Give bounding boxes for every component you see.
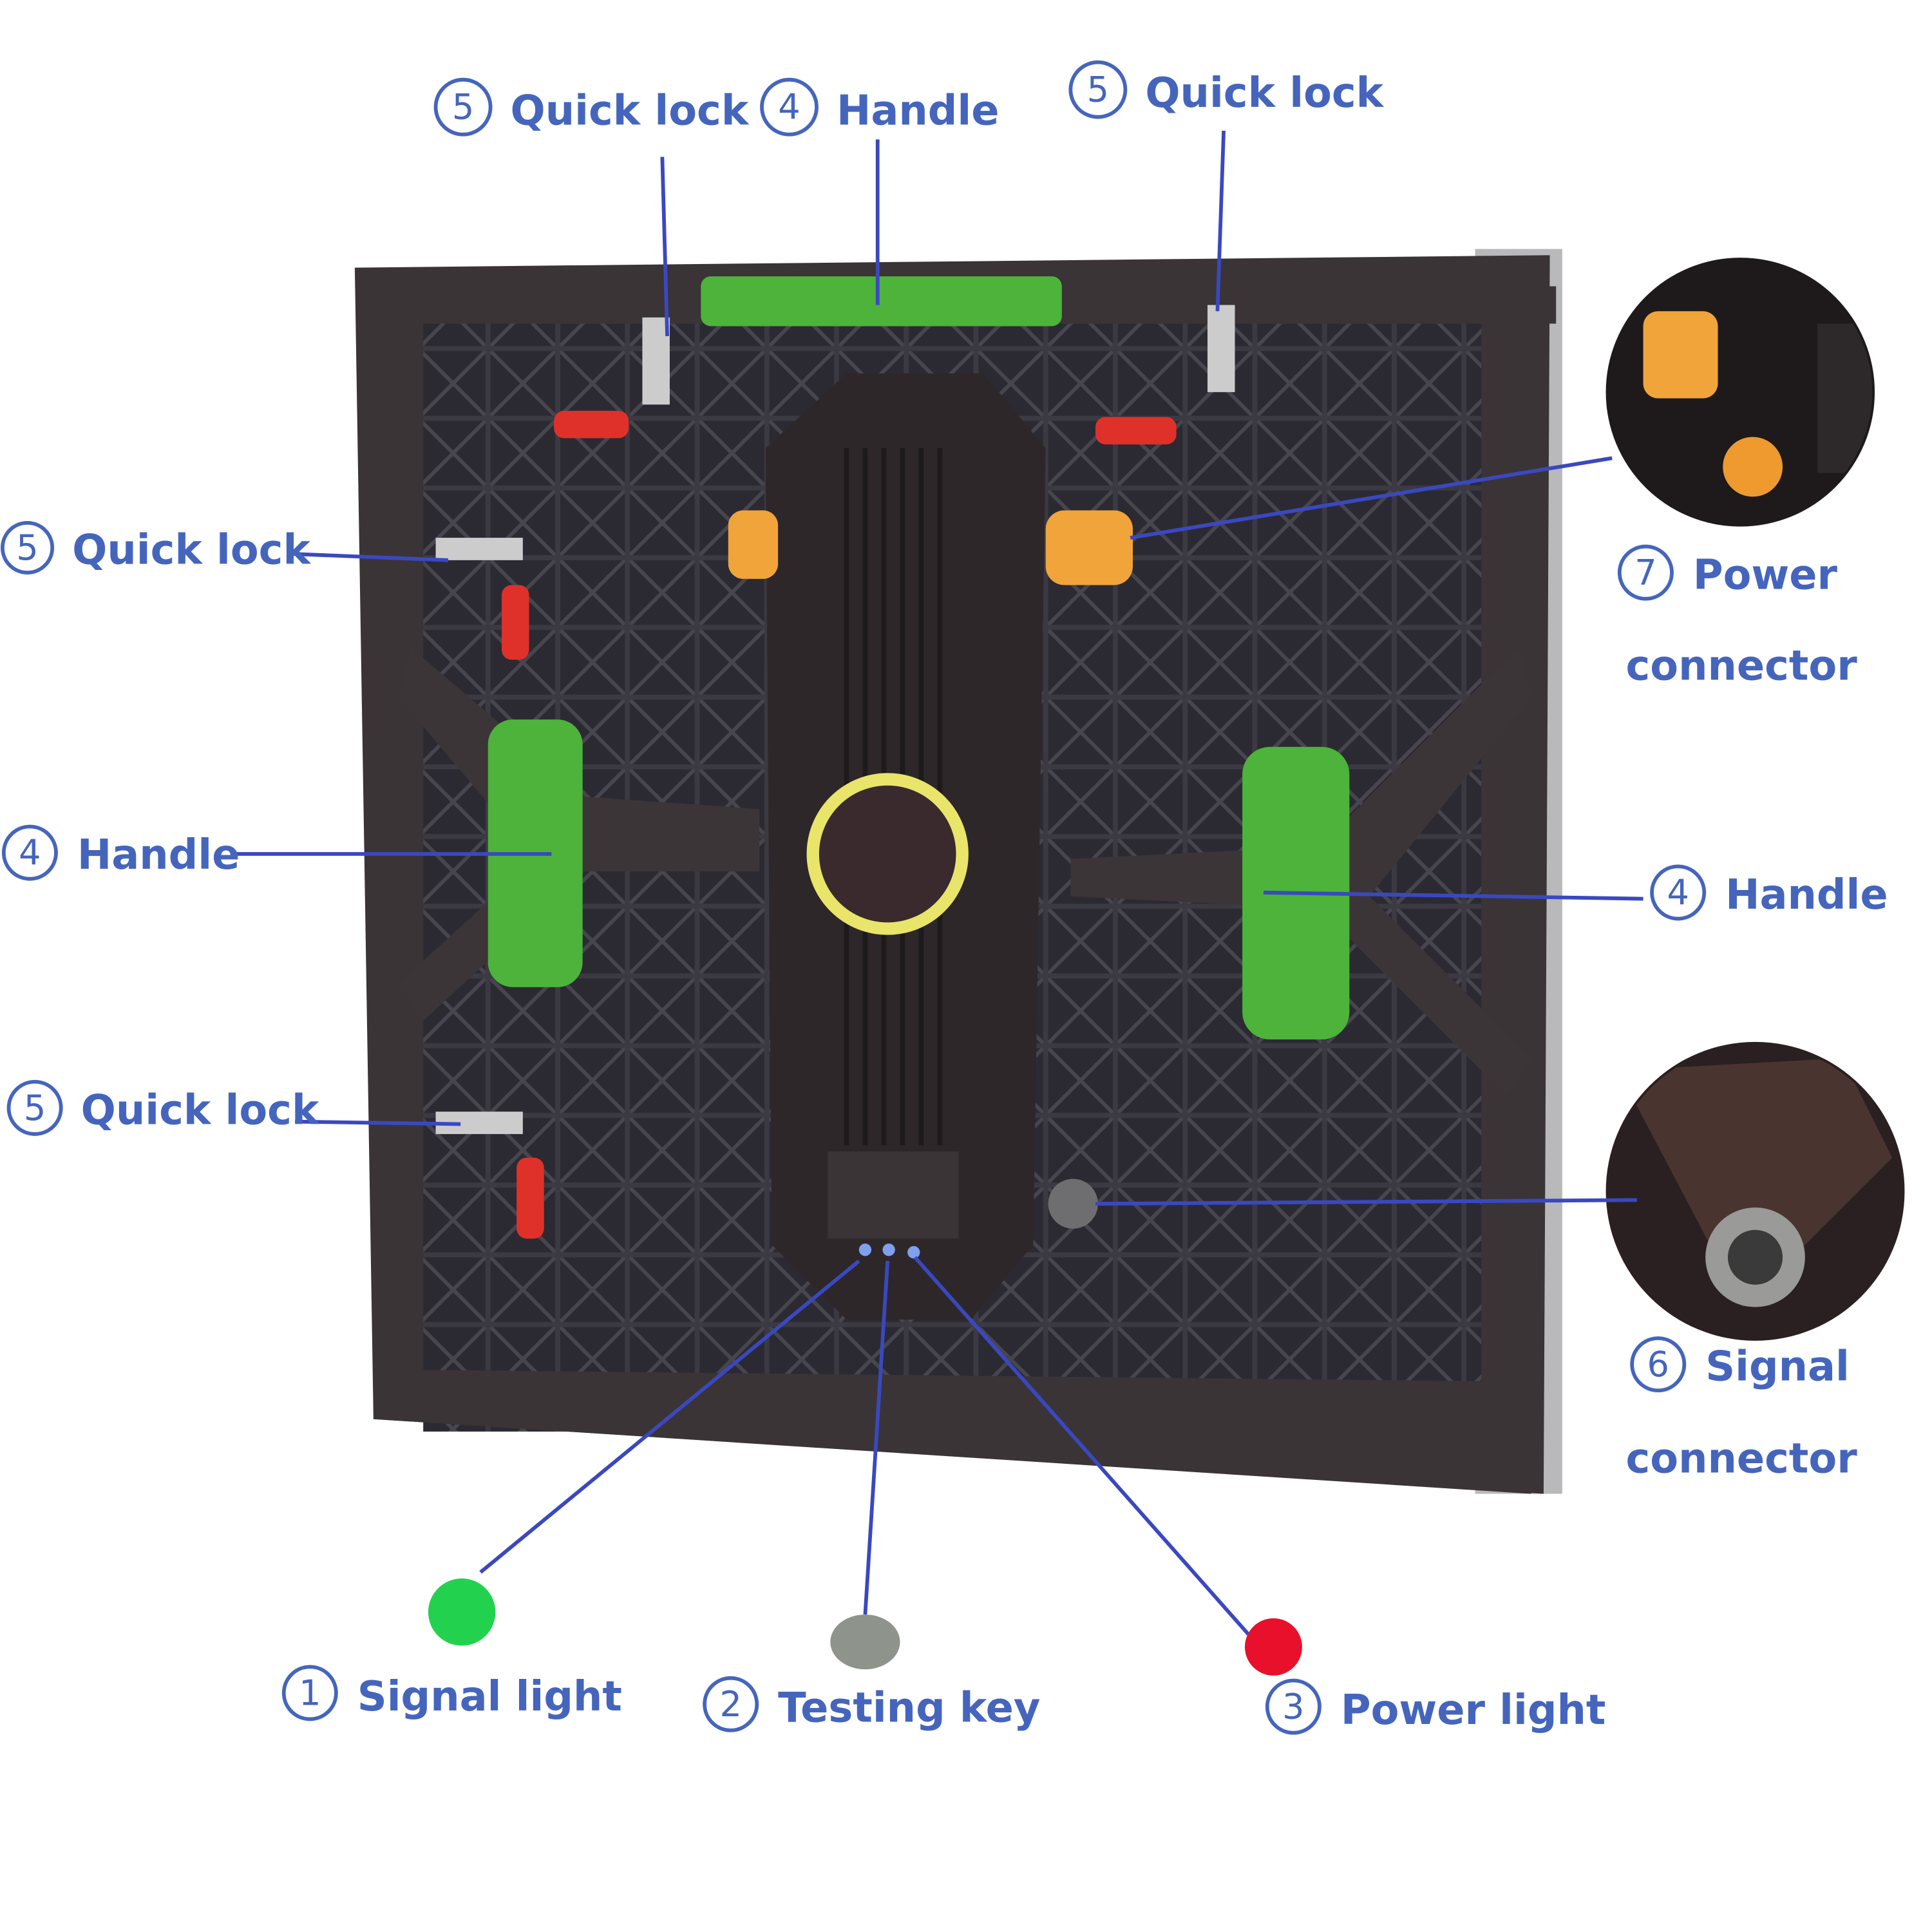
svg-text:4: 4	[778, 87, 800, 128]
callout-left-quick-lock-upper: 5 Quick lock	[0, 520, 311, 575]
svg-text:6: 6	[1647, 1344, 1669, 1385]
svg-text:Quick lock: Quick lock	[1145, 70, 1384, 117]
svg-text:connector: connector	[1625, 642, 1857, 690]
svg-text:Testing key: Testing key	[778, 1684, 1040, 1732]
svg-text:1: 1	[299, 1672, 321, 1713]
callout-power-light: 3 Power light	[1265, 1678, 1606, 1735]
callout-signal-light: 1 Signal light	[281, 1665, 622, 1721]
power-light-indicator	[1244, 1618, 1302, 1676]
leader-lines	[231, 130, 1643, 1636]
callout-testing-key: 2 Testing key	[703, 1676, 1040, 1732]
svg-text:5: 5	[24, 1088, 46, 1128]
svg-text:5: 5	[16, 527, 38, 568]
power-connector-part	[1045, 510, 1133, 585]
svg-text:5: 5	[452, 87, 474, 128]
testing-key-indicator	[830, 1615, 900, 1670]
svg-text:5: 5	[1087, 70, 1109, 110]
callout-top-quick-lock-right: 5 Quick lock	[1068, 60, 1385, 119]
svg-text:connector: connector	[1625, 1435, 1857, 1483]
svg-text:Power light: Power light	[1341, 1687, 1606, 1734]
svg-text:Power: Power	[1693, 551, 1838, 599]
callout-top-quick-lock-left: 5 Quick lock	[433, 77, 750, 137]
signal-connector-inset	[1605, 1041, 1905, 1341]
svg-text:4: 4	[1667, 872, 1689, 913]
callout-left-handle: 4 Handle	[1, 824, 240, 881]
svg-text:Quick lock: Quick lock	[81, 1086, 320, 1134]
svg-text:Signal light: Signal light	[357, 1673, 622, 1721]
signal-light-indicator	[428, 1578, 496, 1646]
svg-text:Quick lock: Quick lock	[511, 87, 750, 135]
svg-text:Quick lock: Quick lock	[72, 527, 311, 574]
callout-left-quick-lock-lower: 5 Quick lock	[6, 1079, 320, 1136]
svg-text:7: 7	[1634, 553, 1656, 593]
svg-text:2: 2	[719, 1684, 741, 1725]
svg-text:Handle: Handle	[837, 87, 999, 135]
top-handle	[701, 276, 1062, 327]
power-connector-inset	[1605, 258, 1875, 527]
svg-text:Signal: Signal	[1705, 1343, 1850, 1391]
callout-right-handle: 4 Handle	[1650, 864, 1888, 921]
callout-top-handle: 4 Handle	[760, 77, 999, 137]
svg-text:4: 4	[19, 833, 41, 873]
led-cabinet-photo	[354, 249, 1562, 1494]
svg-text:3: 3	[1282, 1687, 1304, 1727]
callout-power-connector: 7 Power connector	[1617, 544, 1857, 690]
svg-text:Handle: Handle	[77, 831, 240, 879]
signal-connector-part	[1048, 1179, 1098, 1229]
callout-signal-connector: 6 Signal connector	[1625, 1336, 1857, 1483]
center-knob	[806, 773, 969, 935]
svg-text:Handle: Handle	[1725, 871, 1888, 919]
